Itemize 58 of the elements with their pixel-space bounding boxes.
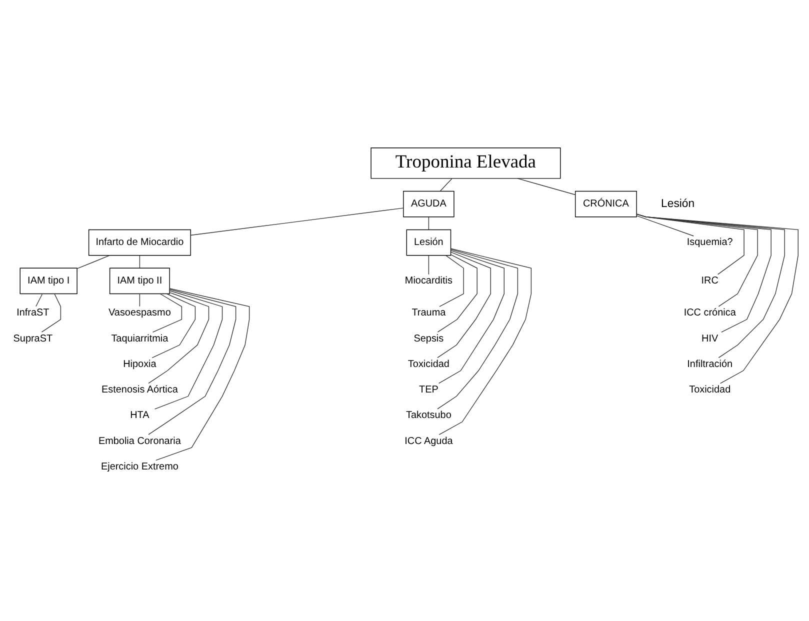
connector: [428, 255, 430, 275]
node-box: IAM tipo I: [20, 268, 78, 294]
connector: [517, 178, 576, 196]
node-box: AGUDA: [403, 190, 454, 218]
node-box: Troponina Elevada: [370, 148, 561, 179]
connector: [428, 216, 430, 230]
connector: [76, 255, 110, 269]
connector: [36, 294, 43, 307]
connector: [636, 215, 694, 236]
node-text: ICC crónica: [684, 308, 736, 319]
connector: [636, 214, 785, 358]
node-box: IAM tipo II: [109, 268, 170, 294]
node-text: Sepsis: [414, 333, 444, 344]
node-text: Infiltración: [687, 358, 733, 370]
connector: [636, 214, 744, 275]
connector: [437, 254, 478, 332]
node-text: Vasoespasmo: [108, 308, 171, 319]
node-text: TEP: [419, 384, 438, 396]
node-text: Trauma: [412, 308, 446, 319]
node-text: Ejercicio Extremo: [100, 461, 178, 472]
node-text: Embolia Coronaria: [98, 436, 181, 447]
connector: [152, 293, 196, 358]
connector: [41, 293, 62, 332]
connector: [438, 248, 532, 435]
connector: [636, 214, 758, 307]
connector: [152, 293, 182, 332]
node-text: Miocarditis: [404, 276, 452, 287]
connector: [139, 255, 140, 268]
node-text: Takotsubo: [406, 410, 452, 422]
connector: [636, 214, 772, 332]
node-text: Toxicidad: [689, 384, 731, 396]
node-label: Lesión: [661, 198, 695, 210]
node-text: ICC Aguda: [404, 436, 453, 447]
connector: [148, 289, 236, 435]
connector: [437, 252, 491, 358]
node-text: HTA: [130, 410, 150, 422]
node-box: Lesión: [406, 229, 452, 256]
node-text: IRC: [701, 276, 718, 287]
node-text: Hipoxia: [123, 358, 156, 370]
node-text: InfraST: [16, 308, 50, 319]
node-box: Infarto de Miocardio: [88, 229, 191, 256]
connector: [154, 290, 223, 410]
connector: [139, 294, 140, 307]
node-text: SupraST: [13, 333, 53, 344]
node-text: Estenosis Aórtica: [102, 384, 178, 396]
connector: [148, 292, 210, 384]
node-text: HIV: [702, 333, 718, 344]
connector: [440, 178, 452, 192]
node-text: Toxicidad: [408, 358, 450, 370]
node-text: Isquemia?: [686, 237, 733, 248]
connector: [190, 208, 404, 236]
node-text: Taquiarritmia: [111, 333, 168, 344]
connector: [439, 255, 464, 307]
connector: [636, 214, 798, 384]
node-box: CRÓNICA: [574, 190, 637, 218]
connector: [438, 250, 504, 384]
connector: [437, 249, 518, 410]
connector: [156, 288, 250, 461]
